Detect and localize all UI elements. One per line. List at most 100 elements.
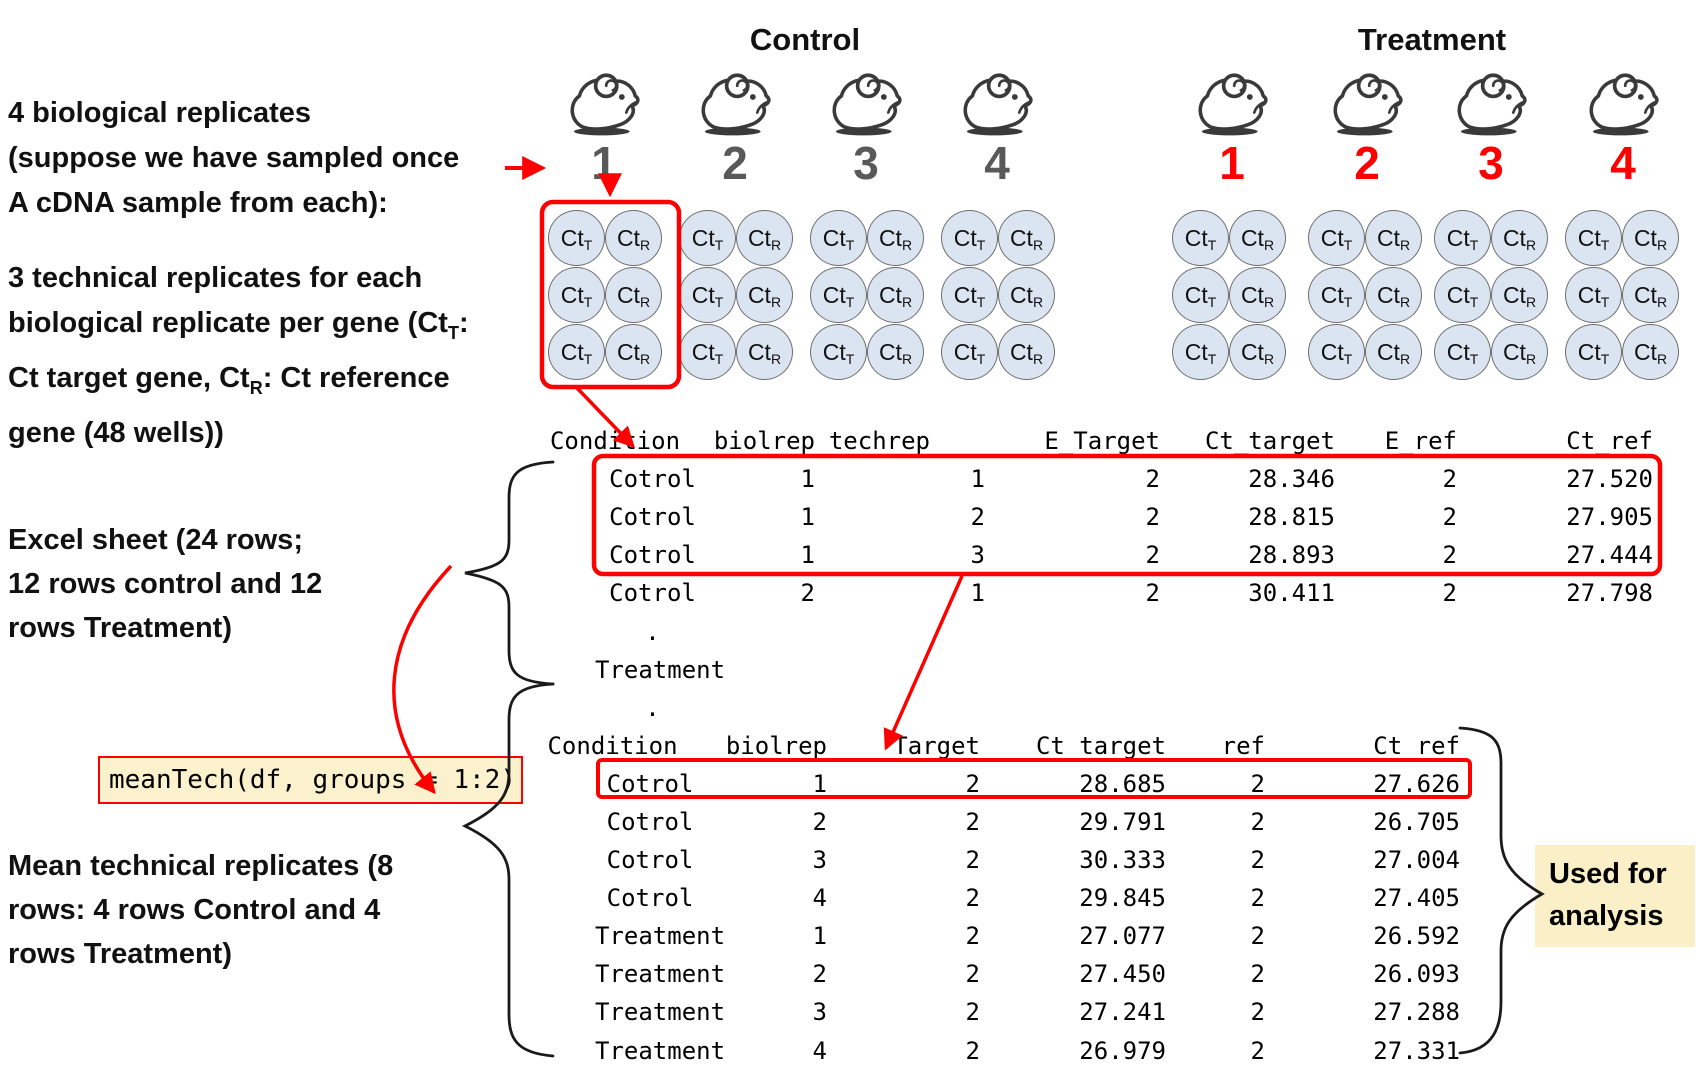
note-line: Mean technical replicates (8 [8, 850, 394, 882]
table-cell: 2 [1250, 1036, 1265, 1065]
table1-ellipsis-row: . [520, 689, 1653, 727]
table-cell: 1 [970, 579, 985, 608]
used-for-analysis-line: analysis [1549, 900, 1664, 932]
table-cell: 2 [970, 503, 985, 532]
note-line: 3 technical replicates for each [8, 262, 423, 294]
table-cell: 1 [970, 465, 985, 494]
note-line: gene (48 wells)) [8, 416, 224, 449]
control-mouse-3 [827, 68, 905, 136]
table-cell: 2 [1145, 541, 1160, 570]
table-cell: 27.798 [1566, 579, 1653, 608]
control-mouse-2 [696, 68, 774, 136]
table-cell: 2 [1250, 769, 1265, 798]
table-cell: 2 [1442, 503, 1457, 532]
treatment-mouse-3 [1452, 68, 1530, 136]
table-cell: 26.705 [1373, 807, 1460, 836]
table-cell: Treatment [595, 922, 726, 951]
column-header: E_ref [1384, 427, 1457, 456]
table-cell: 27.077 [1079, 922, 1166, 951]
table-cell: 27.405 [1373, 884, 1460, 913]
meantech-code-box: meanTech(df, groups = 1:2) [98, 756, 523, 804]
table-cell: Cotrol [606, 769, 694, 798]
mouse-icon [1457, 73, 1527, 136]
column-header: Ct_ref [1373, 731, 1460, 760]
table-cell: 2 [1250, 922, 1265, 951]
table-cell: Cotrol [609, 503, 696, 532]
column-header: ref [1221, 731, 1265, 760]
table-cell: 2 [1145, 465, 1160, 494]
table-cell: 28.346 [1248, 465, 1335, 494]
table-cell: 3 [970, 541, 985, 570]
mouse-icon [832, 73, 902, 136]
table-cell: Cotrol [606, 884, 694, 913]
table-cell: 30.333 [1079, 846, 1166, 875]
table-cell: 2 [965, 807, 980, 836]
table-cell: 27.331 [1373, 1036, 1460, 1065]
table-cell: 27.450 [1079, 960, 1166, 989]
mouse-icon [1589, 73, 1659, 136]
table-cell: . [645, 617, 660, 646]
table-cell: 2 [1250, 846, 1265, 875]
table-cell: 2 [965, 769, 980, 798]
column-header: biolrep [725, 731, 827, 760]
table-cell: 29.791 [1079, 807, 1166, 836]
control-group-title: Control [749, 22, 861, 57]
treatment-mouse-number: 2 [1354, 137, 1380, 189]
note-line: (suppose we have sampled once [8, 142, 460, 174]
mouse-icon [701, 73, 771, 136]
table-cell: 27.241 [1079, 998, 1166, 1027]
table-cell: 4 [812, 884, 827, 913]
column-header: Condition [549, 427, 681, 456]
treatment-mouse-number: 1 [1219, 137, 1245, 189]
table-cell: 2 [1442, 541, 1457, 570]
table-cell: 2 [1250, 807, 1265, 836]
mouse-icon [963, 73, 1033, 136]
table-cell: 2 [1442, 465, 1457, 494]
note-technical-replicates: 3 technical replicates for each biologic… [8, 256, 469, 456]
column-header: biolrep [713, 427, 815, 456]
table-cell: 27.288 [1373, 998, 1460, 1027]
table-cell: 2 [1250, 960, 1265, 989]
control-mouse-number: 3 [853, 137, 879, 189]
column-header: techrep [828, 427, 930, 456]
column-header: Ct_target [1204, 427, 1335, 456]
table-cell: 2 [965, 922, 980, 951]
note-line: rows Treatment) [8, 612, 232, 644]
note-line: 4 biological replicates [8, 97, 311, 129]
table-cell: 26.979 [1079, 1036, 1166, 1065]
note-line: Excel sheet (24 rows; [8, 524, 303, 556]
column-header: Target [893, 731, 980, 760]
note-line: biological replicate per gene (CtT: [8, 307, 469, 343]
table-cell: 2 [1250, 884, 1265, 913]
table-cell: 28.685 [1079, 769, 1166, 798]
mouse-icon [1333, 73, 1403, 136]
table-cell: 2 [1442, 579, 1457, 608]
table-cell: 1 [800, 465, 815, 494]
table-cell: 2 [1250, 998, 1265, 1027]
